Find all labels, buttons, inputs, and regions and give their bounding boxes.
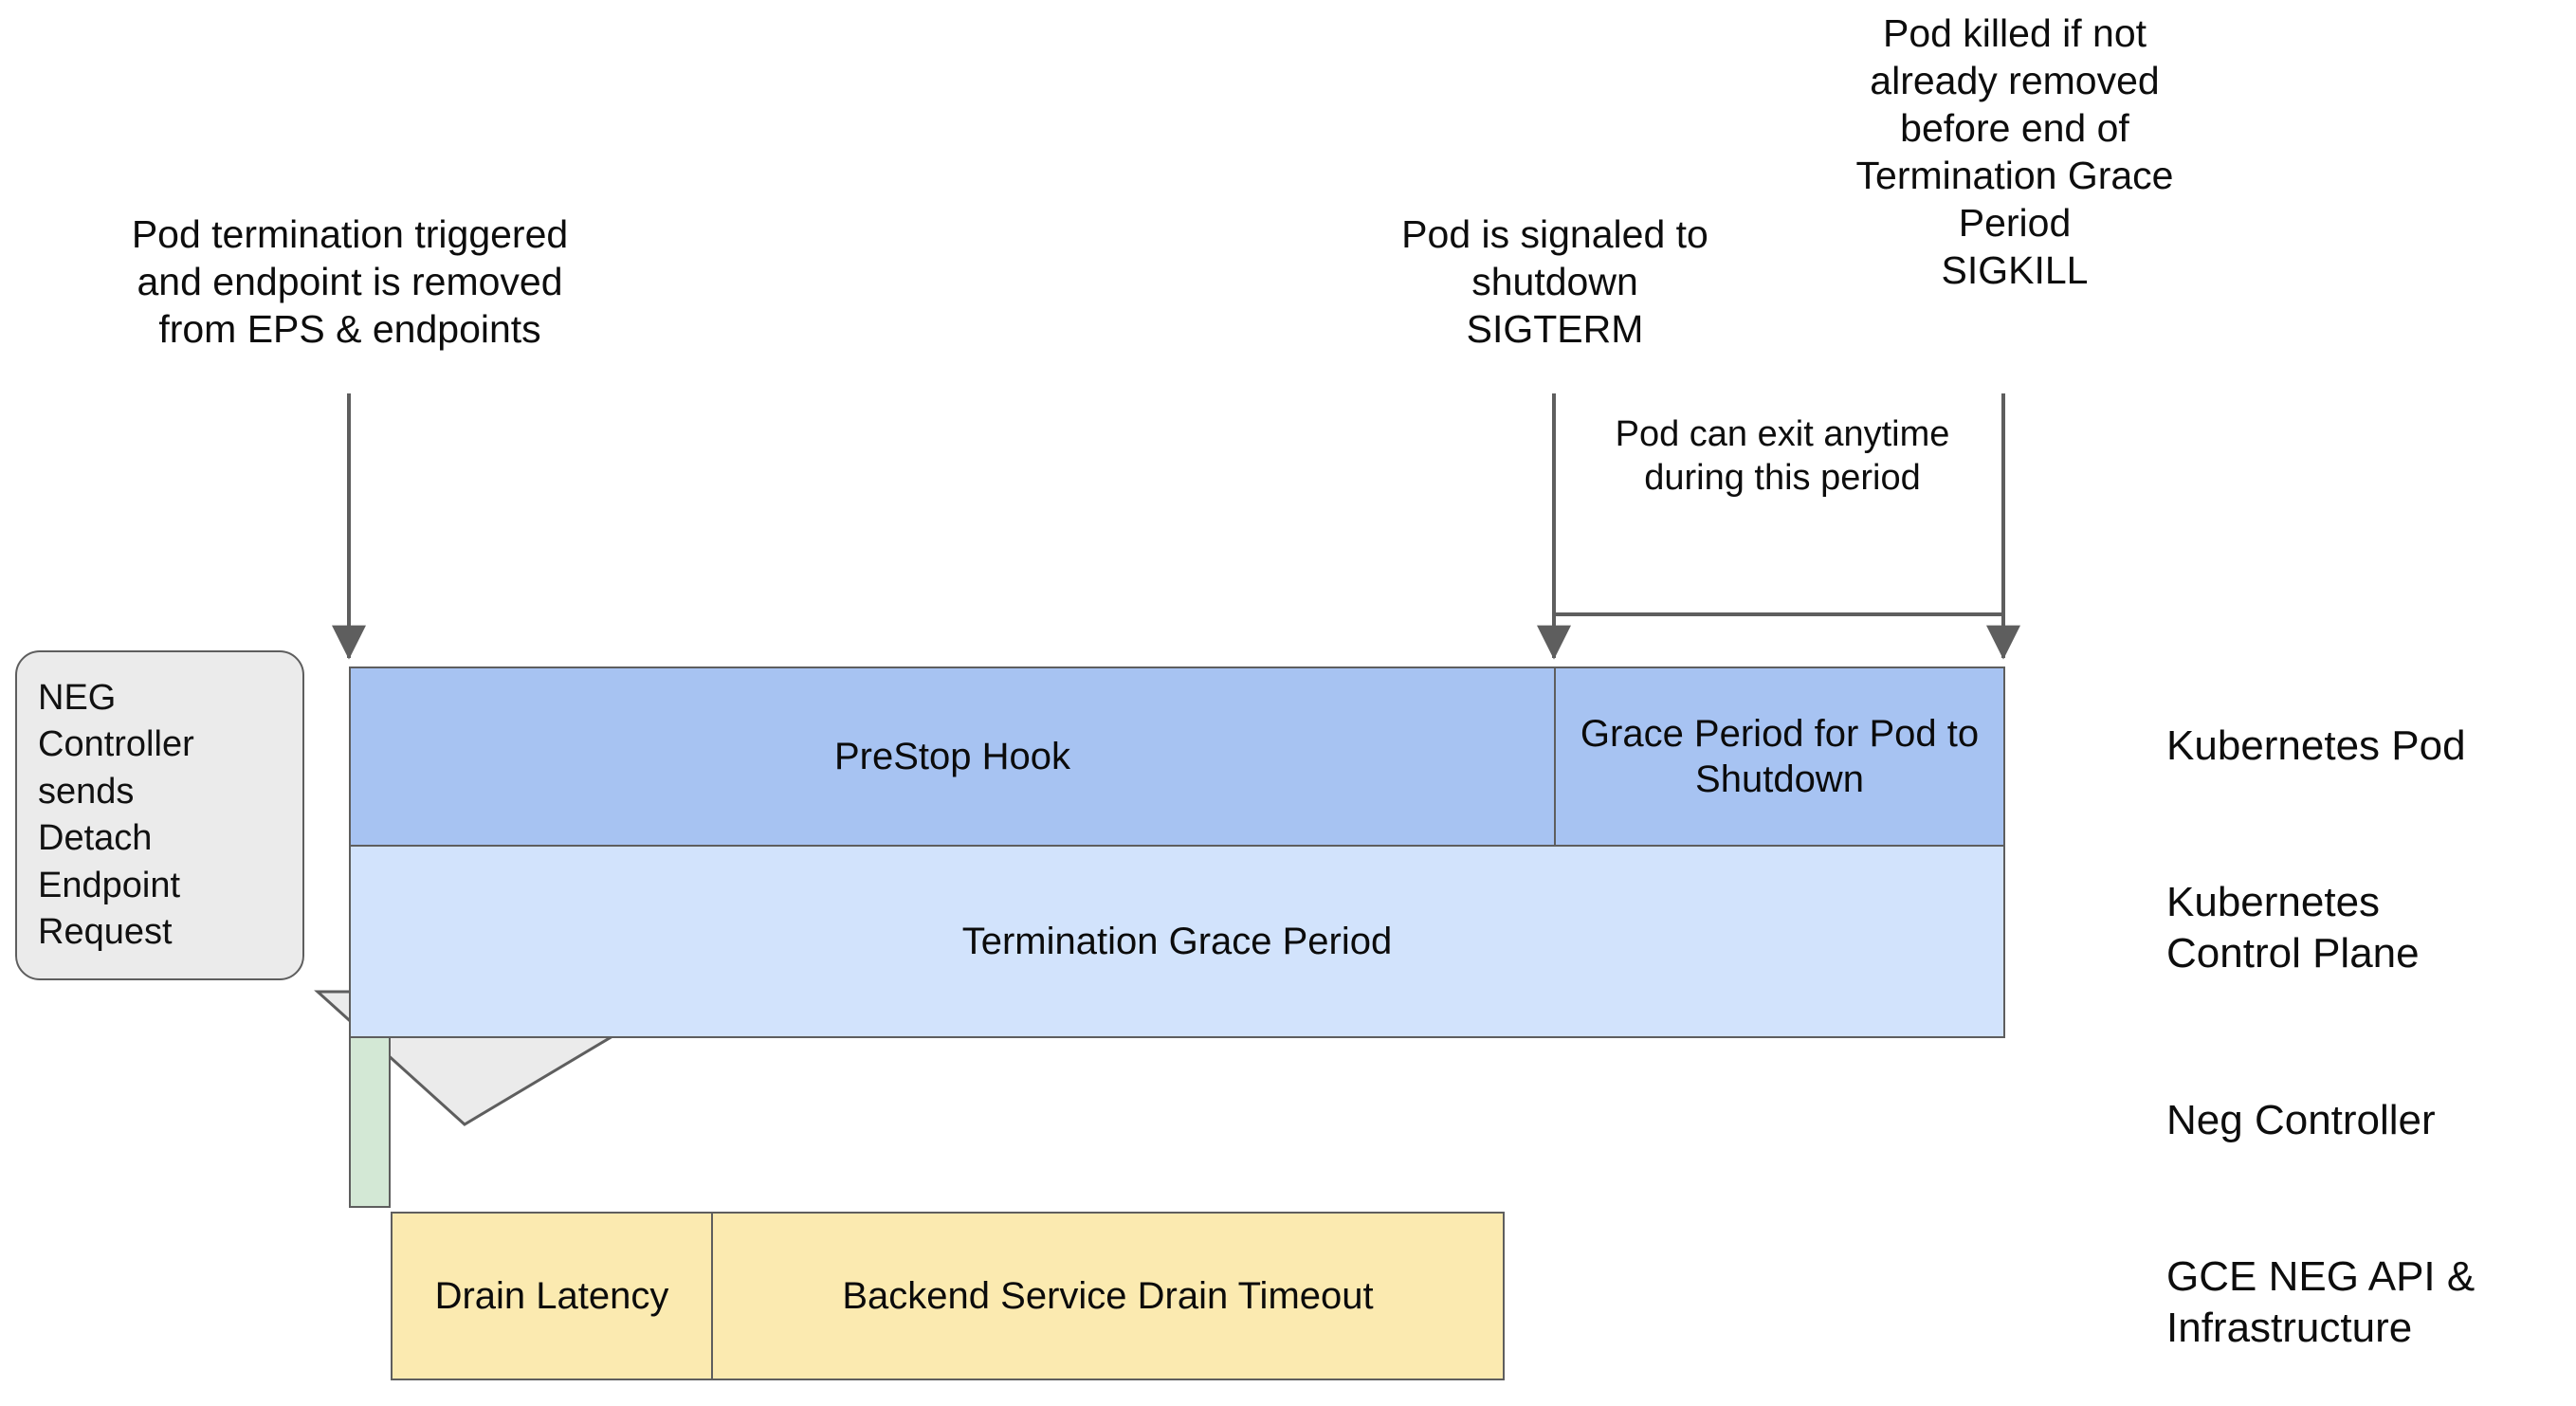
annotation-pod-can-exit-anytime: Pod can exit anytime during this period — [1615, 414, 1950, 499]
bar-backend-service-drain-timeout[interactable]: Backend Service Drain Timeout — [711, 1212, 1505, 1380]
row-label-kubernetes-control-plane: Kubernetes Control Plane — [2166, 879, 2420, 977]
neg-controller-detach-callout: NEG Controller sends Detach Endpoint Req… — [15, 650, 304, 981]
bar-prestop-hook[interactable]: PreStop Hook — [349, 666, 1556, 847]
bar-neg-detach[interactable] — [349, 1036, 391, 1208]
row-label-gce-neg-api-infrastructure: GCE NEG API & Infrastructure — [2166, 1253, 2476, 1351]
bar-termination-grace-period[interactable]: Termination Grace Period — [349, 845, 2005, 1038]
annotation-pod-termination-triggered: Pod termination triggered and endpoint i… — [131, 212, 569, 352]
bar-grace-period-shutdown[interactable]: Grace Period for Pod to Shutdown — [1554, 666, 2005, 847]
annotation-pod-signaled-shutdown: Pod is signaled to shutdown SIGTERM — [1401, 212, 1708, 352]
annotation-pod-killed-sigkill: Pod killed if not already removed before… — [1855, 11, 2174, 293]
row-label-kubernetes-pod: Kubernetes Pod — [2166, 722, 2466, 769]
bar-drain-latency[interactable]: Drain Latency — [391, 1212, 713, 1380]
row-label-neg-controller: Neg Controller — [2166, 1097, 2436, 1143]
